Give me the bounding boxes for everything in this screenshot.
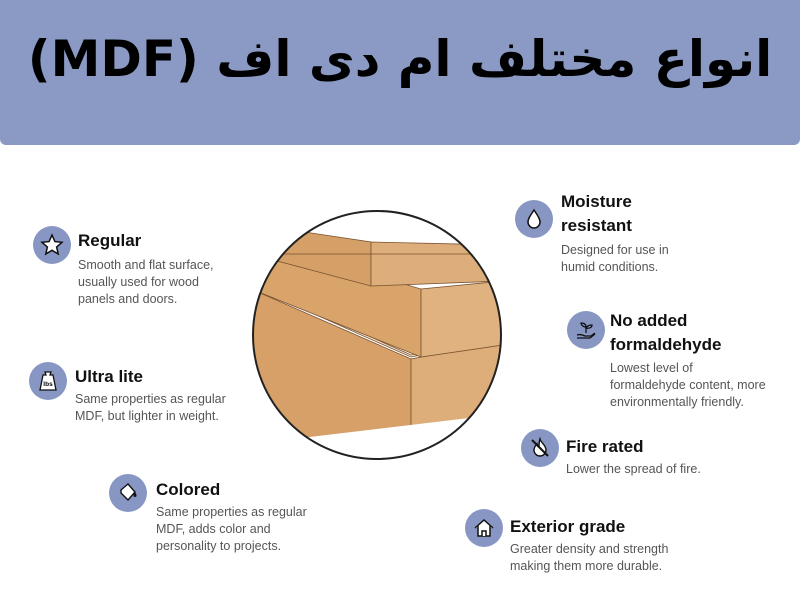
feature-desc-colored: Same properties as regular MDF, adds col…: [156, 505, 307, 553]
feature-title-no-added-formaldehyde: No added formaldehyde: [610, 311, 722, 354]
mdf-boards-illustration: [252, 210, 502, 460]
star-icon: [33, 226, 71, 264]
weight-lbs-icon: lbs: [29, 362, 67, 400]
paint-bucket-icon: [109, 474, 147, 512]
feature-title-moisture-resistant: Moisture resistant: [561, 192, 632, 235]
page-title: انواع مختلف ام دی اف (MDF): [27, 30, 773, 88]
feature-desc-regular: Smooth and flat surface, usually used fo…: [78, 258, 214, 306]
feature-desc-exterior-grade: Greater density and strength making them…: [510, 542, 669, 573]
feature-title-regular: Regular: [78, 231, 142, 250]
feature-desc-no-added-formaldehyde: Lowest level of formaldehyde content, mo…: [610, 361, 766, 409]
plant-hand-icon: [567, 311, 605, 349]
svg-text:lbs: lbs: [43, 381, 53, 388]
feature-title-colored: Colored: [156, 480, 221, 499]
house-icon: [465, 509, 503, 547]
water-drop-icon: [515, 200, 553, 238]
feature-desc-fire-rated: Lower the spread of fire.: [566, 462, 701, 476]
feature-title-ultra-lite: Ultra lite: [75, 367, 144, 386]
header-banner: انواع مختلف ام دی اف (MDF): [0, 0, 800, 145]
feature-desc-moisture-resistant: Designed for use in humid conditions.: [561, 243, 669, 274]
no-fire-icon: [521, 429, 559, 467]
feature-title-fire-rated: Fire rated: [566, 437, 644, 456]
feature-desc-ultra-lite: Same properties as regular MDF, but ligh…: [75, 392, 226, 423]
feature-title-exterior-grade: Exterior grade: [510, 517, 626, 536]
